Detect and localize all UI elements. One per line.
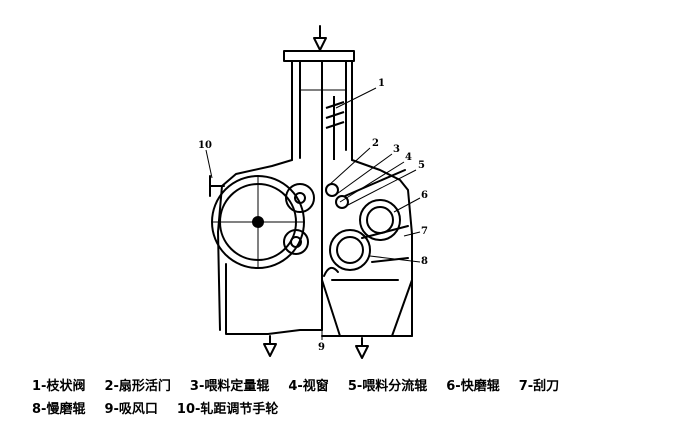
feed-plate (344, 169, 406, 197)
branch-valve (325, 96, 345, 160)
callout-6: 6 (421, 190, 428, 201)
outlet-arrow-right (355, 337, 369, 359)
legend-row-1: 1-枝状阀 2-扇形活门 3-喂料定量辊 4-视窗 5-喂料分流辊 6-快磨辊 … (32, 375, 662, 398)
left-shoulder (217, 159, 293, 331)
upper-idler (285, 183, 315, 213)
legend-item: 4-视窗 (288, 379, 329, 394)
inlet-column (291, 60, 353, 331)
outlet-arrow-left (263, 335, 277, 357)
callout-10: 10 (198, 140, 212, 151)
roller-mill-diagram: 1 2 3 4 5 6 7 8 9 10 (198, 25, 428, 359)
callout-8: 8 (421, 256, 428, 267)
callout-7: 7 (421, 226, 428, 237)
callout-5: 5 (418, 160, 425, 171)
scraper-blade (361, 225, 409, 239)
legend-item: 2-扇形活门 (104, 379, 171, 394)
legend: 1-枝状阀 2-扇形活门 3-喂料定量辊 4-视窗 5-喂料分流辊 6-快磨辊 … (32, 375, 662, 421)
callout-9: 9 (318, 342, 325, 353)
callout-4: 4 (405, 152, 412, 163)
callout-1: 1 (378, 78, 385, 89)
right-shoulder (351, 159, 413, 337)
callout-2: 2 (372, 138, 379, 149)
legend-item: 1-枝状阀 (32, 379, 86, 394)
callout-3: 3 (393, 144, 400, 155)
legend-item: 8-慢磨辊 (32, 402, 86, 417)
legend-item: 5-喂料分流辊 (347, 379, 428, 394)
top-flange (283, 50, 355, 62)
legend-item: 7-刮刀 (518, 379, 560, 394)
slow-grinding-roll (329, 229, 371, 271)
legend-item: 9-吸风口 (104, 402, 158, 417)
lower-idler (283, 229, 309, 255)
inlet-arrow (313, 25, 327, 51)
suction-port (323, 266, 339, 277)
hopper (321, 279, 413, 337)
feed-rollers (325, 183, 349, 209)
scraper-blade-lower (371, 257, 409, 263)
lower-left-wall (225, 263, 323, 335)
adjustment-handwheel (209, 175, 225, 197)
legend-row-2: 8-慢磨辊 9-吸风口 10-轧距调节手轮 (32, 398, 662, 421)
leader-lines (205, 87, 421, 340)
drive-pulley (211, 175, 305, 269)
legend-item: 6-快磨辊 (446, 379, 500, 394)
legend-item: 10-轧距调节手轮 (176, 402, 279, 417)
legend-item: 3-喂料定量辊 (189, 379, 270, 394)
